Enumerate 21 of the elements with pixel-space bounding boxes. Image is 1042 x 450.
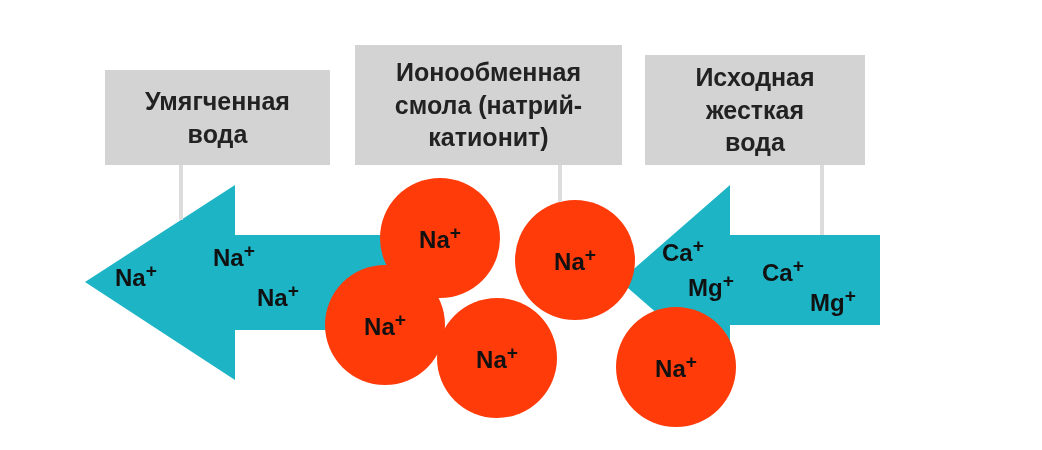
ion-label: Na$^{+}$ [115,260,157,292]
ion-label: Ca$^{+}$ [762,255,804,287]
ion-label: Na$^{+}$ [364,309,406,341]
label-box [105,70,330,165]
label-box [645,55,865,165]
label-box [355,45,622,165]
label-text: Исходная жесткая вода [694,62,816,159]
ion-label: Na$^{+}$ [257,280,299,312]
leader-line [558,165,562,202]
ion-label: Na$^{+}$ [213,240,255,272]
label-text: Ионообменная смола (натрий-катионит) [393,57,584,154]
ion-label: Na$^{+}$ [554,244,596,276]
ion-label: Ca$^{+}$ [662,235,704,267]
ion-label: Na$^{+}$ [655,351,697,383]
ion-label: Mg$^{+}$ [810,285,856,317]
ion-label: Na$^{+}$ [476,342,518,374]
leader-line [179,165,183,220]
ion-label: Na$^{+}$ [419,222,461,254]
label-text: Умягченная вода [144,86,291,150]
leader-line [820,165,824,235]
ion-label: Mg$^{+}$ [688,270,734,302]
